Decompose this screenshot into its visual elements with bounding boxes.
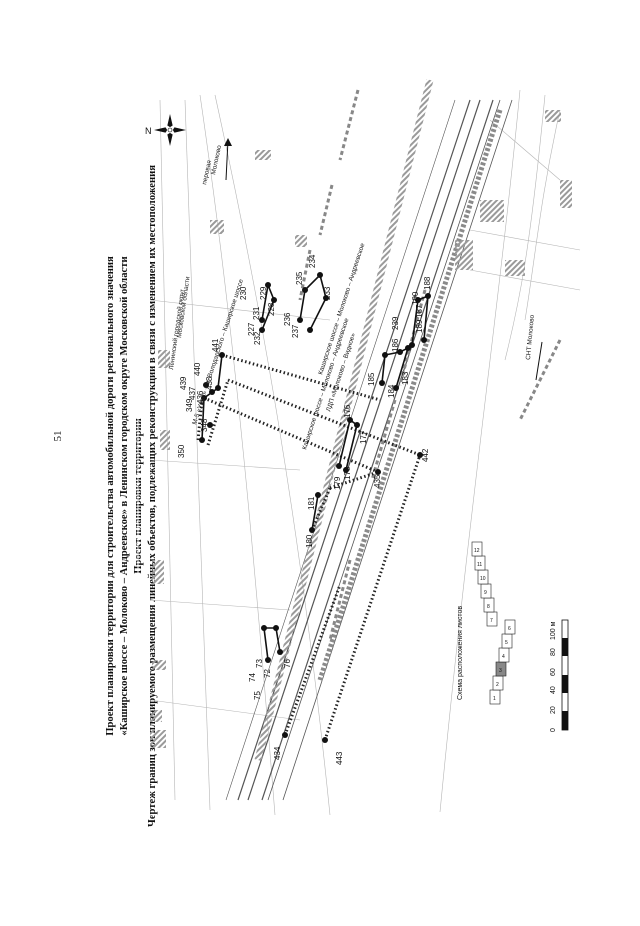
label-350: 350 — [177, 444, 186, 458]
index-sheet-4: 4 — [502, 654, 505, 660]
index-sheet-2: 2 — [496, 682, 499, 688]
scale-tick-80: 80 — [550, 648, 557, 656]
index-sheet-10: 10 — [480, 576, 486, 582]
label-439: 439 — [179, 376, 188, 390]
label-438: 438 — [205, 376, 214, 390]
point-markers — [199, 272, 431, 743]
label-180: 180 — [305, 534, 314, 548]
scale-tick-60: 60 — [550, 668, 557, 676]
scale-tick-0: 0 — [550, 728, 557, 732]
scale-tick-20: 20 — [550, 706, 557, 714]
label-237: 237 — [291, 324, 300, 338]
label-239: 239 — [391, 316, 400, 330]
label-437: 437 — [188, 386, 197, 400]
map-frame — [137, 84, 584, 816]
label-443: 443 — [335, 751, 344, 765]
index-sheet-7: 7 — [490, 618, 493, 624]
label-181: 181 — [307, 496, 316, 510]
label-189: 189 — [415, 319, 424, 333]
label-76: 76 — [283, 659, 292, 668]
label-229: 229 — [259, 286, 268, 300]
label-348: 348 — [200, 418, 209, 432]
road-top-label: Молоково — [210, 144, 223, 175]
map-drawing: 72 73 74 75 76 434 443 180 181 178 179 4… — [137, 79, 584, 816]
label-177: 177 — [359, 430, 368, 444]
building-footprints — [150, 110, 572, 748]
label-72: 72 — [263, 669, 272, 678]
compass-icon: N — [145, 114, 186, 146]
label-178: 178 — [343, 466, 352, 480]
road-snt-label: СНТ Молоково — [525, 314, 536, 360]
label-187: 187 — [415, 304, 424, 318]
label-185: 185 — [367, 372, 376, 386]
label-228: 228 — [267, 302, 276, 316]
label-234: 234 — [308, 254, 317, 268]
index-sheet-9: 9 — [484, 590, 487, 596]
label-186: 186 — [391, 338, 400, 352]
label-236: 236 — [283, 312, 292, 326]
label-233: 233 — [323, 286, 332, 300]
label-176: 176 — [343, 404, 352, 418]
label-183: 183 — [401, 371, 410, 385]
compass-label: N — [145, 126, 152, 136]
zone-boundaries — [196, 353, 422, 741]
label-441: 441 — [211, 338, 220, 352]
label-190: 190 — [411, 291, 420, 305]
index-sheet-6: 6 — [508, 626, 511, 632]
label-440: 440 — [193, 362, 202, 376]
label-442: 442 — [421, 448, 430, 462]
label-436: 436 — [196, 390, 205, 404]
index-sheet-3: 3 — [499, 668, 502, 674]
index-sheet-1: 1 — [493, 696, 496, 702]
label-235: 235 — [295, 271, 304, 285]
label-184: 184 — [387, 384, 396, 398]
line-objects — [201, 273, 429, 661]
label-179: 179 — [333, 476, 342, 490]
label-349: 349 — [185, 398, 194, 412]
label-74: 74 — [248, 673, 257, 682]
road-edges — [225, 99, 513, 801]
scale-tick-100: 100 м — [550, 621, 557, 640]
scale-bar: 0 20 40 60 80 100 м — [550, 619, 569, 732]
index-sheet-8: 8 — [487, 604, 490, 610]
index-sheet-5: 5 — [505, 640, 508, 646]
label-231: 231 — [252, 306, 261, 320]
label-230: 230 — [239, 286, 248, 300]
index-sheet-11: 11 — [477, 562, 482, 568]
label-75: 75 — [253, 691, 262, 700]
label-434: 434 — [273, 746, 282, 760]
label-227: 227 — [247, 322, 256, 336]
label-73: 73 — [255, 659, 264, 668]
direction-arrow — [225, 139, 229, 181]
point-labels: 72 73 74 75 76 434 443 180 181 178 179 4… — [177, 254, 432, 765]
direction-arrow-head — [224, 138, 232, 146]
label-435: 435 — [373, 474, 382, 488]
index-sheet-12: 12 — [474, 548, 480, 554]
road-m5-label: М-5 «Урал» – п. Володарского – Каширское… — [191, 278, 245, 426]
label-232: 232 — [253, 331, 262, 345]
terrain-lines — [149, 89, 581, 816]
map-sheet: 51 Проект планировки территории для стро… — [52, 79, 584, 827]
road-hatch-band — [254, 79, 434, 761]
sheet-index: Схема расположения листов 1 2 3 4 — [457, 541, 516, 705]
index-title: Схема расположения листов — [457, 606, 464, 700]
label-188: 188 — [423, 276, 432, 290]
snt-arrow — [535, 341, 543, 381]
scale-tick-40: 40 — [550, 686, 557, 694]
